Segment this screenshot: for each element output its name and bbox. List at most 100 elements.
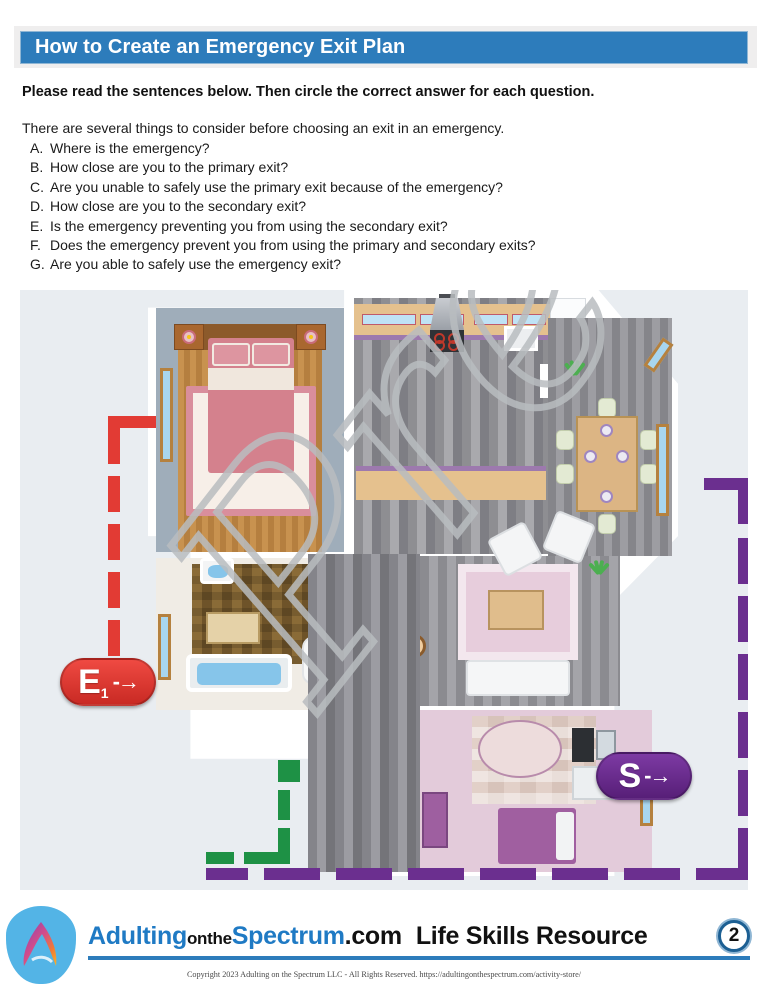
coffee-table — [488, 590, 544, 630]
item-label: A. — [30, 140, 44, 156]
dining-chair — [556, 430, 574, 450]
stove — [430, 330, 464, 352]
kitchen-sink — [504, 326, 538, 351]
kitchen-counter — [356, 466, 546, 500]
marker-subscript: 1 — [100, 685, 109, 701]
cabinet-panel — [474, 314, 508, 325]
item-label: B. — [30, 159, 44, 176]
bathtub — [186, 654, 292, 692]
marker-emergency-exit[interactable]: E 1 -→ — [60, 658, 156, 706]
instruction-text: Please read the sentences below. Then ci… — [22, 84, 595, 100]
brand-tagline: Life Skills Resource — [415, 922, 648, 950]
dining-chair — [556, 464, 574, 484]
list-item: B. How close are you to the primary exit? — [30, 158, 536, 177]
bed — [498, 808, 576, 864]
arrow-right-icon: -→ — [644, 763, 671, 788]
route-secondary-segment — [704, 478, 748, 490]
route-primary-segment — [278, 828, 290, 858]
item-text: Does the emergency prevent you from usin… — [50, 237, 536, 254]
list-item: D. How close are you to the secondary exi… — [30, 197, 536, 216]
brand-part-adulting: Adulting — [88, 922, 187, 950]
list-item: C. Are you unable to safely use the prima… — [30, 178, 536, 197]
route-secondary-segment — [738, 654, 748, 700]
route-secondary-segment — [738, 538, 748, 584]
route-secondary-segment — [696, 868, 748, 880]
route-secondary-segment — [624, 868, 680, 880]
route-secondary-segment — [480, 868, 536, 880]
item-text: How close are you to the primary exit? — [50, 159, 289, 176]
pillow — [212, 343, 250, 366]
lamp-icon — [304, 330, 318, 344]
dresser — [422, 792, 448, 848]
range-hood — [430, 298, 464, 330]
route-primary-segment — [244, 852, 290, 864]
room-bathroom — [156, 558, 344, 710]
list-item: E.Is the emergency preventing you from u… — [30, 217, 536, 236]
route-secondary-segment — [336, 868, 392, 880]
marker-secondary-exit[interactable]: S -→ — [596, 752, 692, 800]
route-secondary-segment — [738, 770, 748, 816]
route-primary-segment — [278, 790, 290, 820]
bed — [208, 338, 294, 473]
cabinet-panel — [512, 314, 546, 325]
item-text: Are you unable to safely use the primary… — [50, 178, 503, 195]
brand-part-spectrum: Spectrum — [231, 922, 345, 950]
route-secondary-segment — [738, 828, 748, 868]
hallway — [308, 554, 420, 872]
copyright-text: Copyright 2023 Adulting on the Spectrum … — [186, 970, 582, 979]
list-item: A. Where is the emergency? — [30, 139, 536, 158]
window — [656, 424, 669, 516]
route-emergency-segment — [108, 476, 120, 512]
item-label: E. — [30, 217, 44, 234]
route-secondary-segment — [738, 712, 748, 758]
plate-icon — [600, 424, 613, 437]
route-secondary-segment — [264, 868, 320, 880]
list-item: F.Does the emergency prevent you from us… — [30, 236, 536, 255]
pillow — [252, 343, 290, 366]
dining-table — [576, 416, 638, 512]
item-label: G. — [30, 256, 45, 273]
page-title-bar: How to Create an Emergency Exit Plan — [20, 31, 748, 64]
sink — [200, 558, 234, 584]
page-title: How to Create an Emergency Exit Plan — [35, 36, 406, 58]
marker-letter: S — [618, 757, 641, 795]
room-master-bedroom — [156, 308, 344, 552]
questions-list: A. Where is the emergency? B. How close ar… — [30, 139, 536, 275]
route-emergency-segment — [108, 524, 120, 560]
item-text: Where is the emergency? — [50, 140, 210, 156]
dining-chair — [598, 514, 616, 534]
marker-letter: E — [78, 663, 101, 701]
bathroom-cabinet — [206, 612, 260, 644]
item-label: D. — [30, 198, 44, 215]
round-rug — [478, 720, 562, 778]
bed-sheet — [208, 368, 294, 390]
route-secondary-segment — [206, 868, 248, 880]
list-item: G. Are you able to safely use the emergen… — [30, 255, 536, 274]
room-living — [402, 509, 620, 706]
window — [158, 614, 171, 680]
item-text: Are you able to safely use the emergency… — [50, 256, 342, 273]
room-kitchen — [354, 294, 594, 554]
plant-icon — [586, 559, 612, 586]
brand-underline — [88, 956, 750, 960]
desk — [572, 728, 594, 762]
questions-lead: There are several things to consider bef… — [22, 120, 505, 136]
page-number-badge: 2 — [718, 920, 750, 952]
item-label: C. — [30, 178, 44, 195]
route-primary-segment — [206, 852, 234, 864]
route-emergency-segment — [108, 620, 120, 656]
route-secondary-segment — [552, 868, 608, 880]
route-emergency-segment — [108, 572, 120, 608]
dining-chair — [598, 398, 616, 418]
window — [160, 368, 173, 462]
plate-icon — [584, 450, 597, 463]
route-emergency-segment — [108, 416, 156, 428]
plate-icon — [600, 490, 613, 503]
cabinet-panel — [362, 314, 416, 325]
brand-part-dotcom: .com — [344, 922, 402, 950]
item-text: How close are you to the secondary exit? — [50, 198, 307, 215]
route-secondary-segment — [408, 868, 464, 880]
route-emergency-segment — [108, 416, 120, 464]
